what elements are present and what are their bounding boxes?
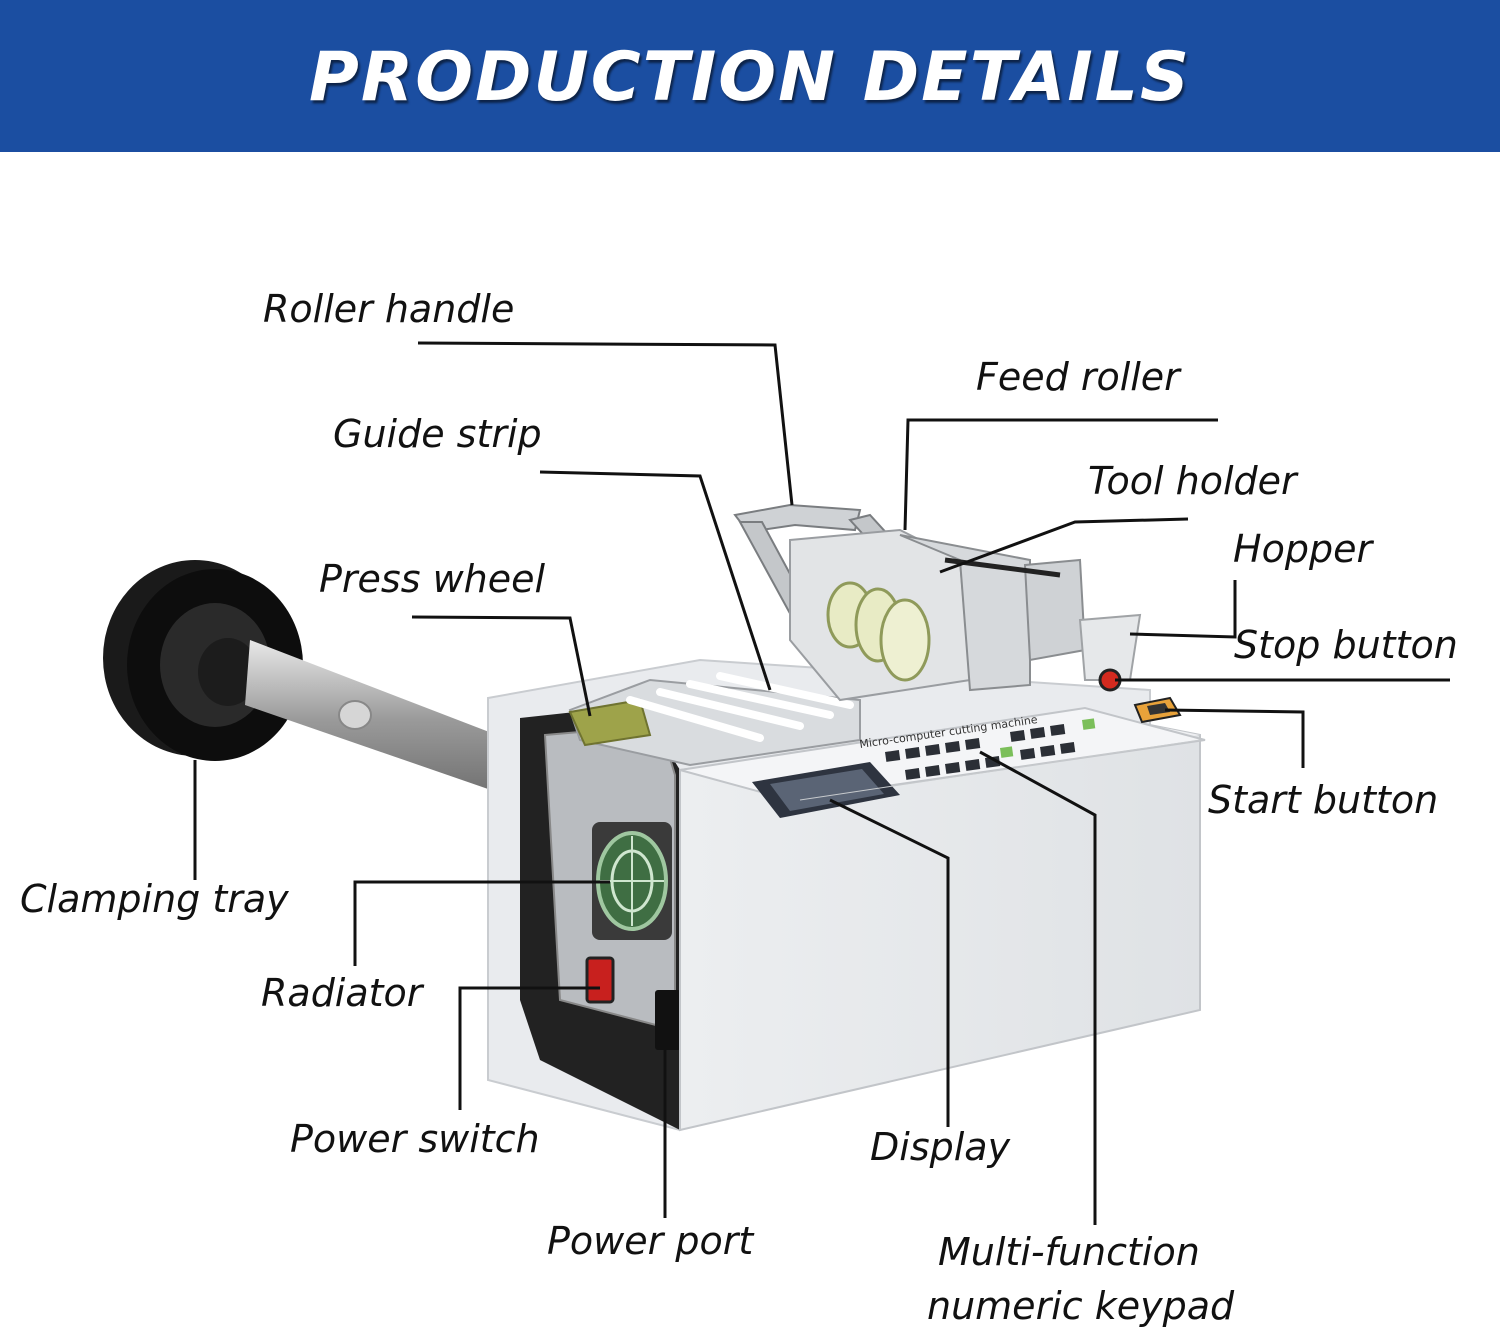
power-port-shape [655,990,681,1050]
keypad-shape [885,724,1076,780]
label-hopper: Hopper [1233,527,1373,571]
leader-hopper [1129,580,1237,639]
leader-display [829,798,950,1127]
label-keypad-line2: numeric keypad [927,1284,1235,1328]
leader-start-button [1164,708,1305,768]
label-tool-holder: Tool holder [1088,459,1297,503]
label-guide-strip: Guide strip [333,412,542,456]
leader-guide-strip [539,470,772,691]
leader-tool-holder [939,517,1189,574]
leader-roller-handle [417,341,794,506]
label-roller-handle: Roller handle [263,287,515,331]
label-power-switch: Power switch [290,1117,540,1161]
page-title: PRODUCTION DETAILS [309,38,1191,117]
leader-press-wheel [411,615,592,717]
header-banner: PRODUCTION DETAILS [0,0,1500,152]
label-display: Display [870,1125,1011,1169]
label-stop-button: Stop button [1234,623,1458,667]
label-power-port: Power port [547,1219,754,1263]
leader-power-switch [458,986,600,1110]
machine-illustration: Micro-computer cutting machine [103,503,1206,1132]
clamping-tray-reel [103,560,520,800]
label-feed-roller: Feed roller [976,355,1180,399]
leader-feed-roller [903,418,1218,531]
display-shape [752,762,900,818]
leader-lines [193,341,1450,1225]
radiator-fan [592,822,672,940]
start-button-shape [1133,696,1182,724]
label-clamping-tray: Clamping tray [20,877,289,921]
leader-radiator [353,880,610,966]
feed-mechanism [733,503,1142,702]
power-switch-shape [585,956,615,1004]
label-start-button: Start button [1208,778,1439,822]
leader-keypad [979,750,1097,1225]
label-keypad-line1: Multi-function [938,1230,1200,1274]
label-radiator: Radiator [261,971,423,1015]
label-press-wheel: Press wheel [319,557,546,601]
